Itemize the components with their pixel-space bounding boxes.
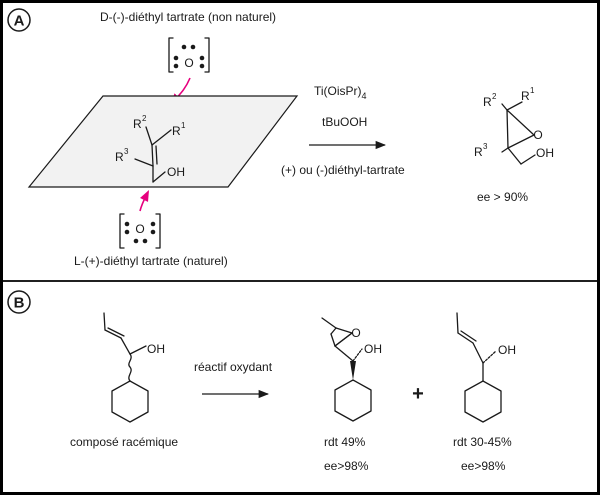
racemic-label: composé racémique bbox=[70, 435, 178, 449]
plus-sign: + bbox=[412, 383, 424, 405]
reagent-tartrate: (+) ou (-)diéthyl-tartrate bbox=[281, 163, 405, 177]
bottom-attack-arrow bbox=[139, 189, 150, 212]
product-r2: R bbox=[483, 95, 492, 109]
svg-text:3: 3 bbox=[483, 142, 488, 151]
epoxy-alcohol-product-b: O OH bbox=[321, 317, 382, 422]
svg-text:1: 1 bbox=[530, 86, 535, 95]
d-tartrate-label: D-(-)-diéthyl tartrate (non naturel) bbox=[100, 10, 276, 24]
racemic-substrate: OH bbox=[103, 312, 165, 423]
substrate-oh: OH bbox=[167, 165, 185, 179]
product-b1-o: O bbox=[351, 326, 360, 340]
panel-a-letter: A bbox=[14, 13, 25, 30]
product-b2-oh: OH bbox=[498, 343, 516, 357]
product-b2-ee: ee>98% bbox=[461, 459, 506, 473]
svg-text:2: 2 bbox=[142, 114, 147, 123]
product-epoxide-o: O bbox=[533, 128, 542, 142]
svg-text:1: 1 bbox=[181, 121, 186, 130]
panel-b-letter: B bbox=[14, 295, 25, 312]
svg-text:2: 2 bbox=[492, 92, 497, 101]
panel-b-badge bbox=[7, 290, 31, 314]
product-b1-ee: ee>98% bbox=[324, 459, 369, 473]
panel-a-badge bbox=[7, 8, 31, 32]
substrate-r1: R bbox=[172, 124, 181, 138]
substrate-b-oh: OH bbox=[147, 342, 165, 356]
cyclohexane-ring-1 bbox=[111, 380, 149, 423]
product-b1-yield: rdt 49% bbox=[324, 435, 366, 449]
substrate-r2: R bbox=[133, 117, 142, 131]
product-r3: R bbox=[474, 145, 483, 159]
cyclohexane-ring-2 bbox=[334, 379, 372, 422]
panel-a: A D-(-)-diéthyl tartrate (non naturel) O bbox=[7, 8, 554, 268]
panel-b: B OH composé racémique réactif oxydant bbox=[7, 290, 516, 473]
top-oxygen-symbol: O bbox=[184, 56, 193, 70]
epoxy-alcohol-product: R 2 R 1 R 3 O OH bbox=[474, 86, 554, 165]
reagent-tbuooh: tBuOOH bbox=[322, 115, 367, 129]
product-oh: OH bbox=[536, 146, 554, 160]
bottom-oxygen-symbol: O bbox=[135, 222, 144, 236]
allylic-alcohol-recovered: OH bbox=[456, 312, 516, 423]
oxidant-label: réactif oxydant bbox=[194, 360, 273, 374]
substrate-r3: R bbox=[115, 150, 124, 164]
l-tartrate-label: L-(+)-diéthyl tartrate (naturel) bbox=[74, 254, 228, 268]
cyclohexane-ring-3 bbox=[464, 380, 502, 423]
product-r1: R bbox=[521, 89, 530, 103]
reaction-plane bbox=[27, 95, 299, 188]
bottom-oxygen-bracket: O bbox=[119, 213, 161, 249]
reaction-conditions: Ti(OisPr)4 tBuOOH (+) ou (-)diéthyl-tart… bbox=[281, 84, 405, 177]
allylic-alcohol-substrate: R 2 R 1 R 3 OH bbox=[115, 114, 186, 183]
product-b2-yield: rdt 30-45% bbox=[453, 435, 512, 449]
product-b1-oh: OH bbox=[364, 342, 382, 356]
top-oxygen-bracket: O bbox=[168, 37, 210, 73]
ee-label-a: ee > 90% bbox=[477, 190, 528, 204]
reagent-titanium: Ti(OisPr)4 bbox=[314, 84, 367, 101]
svg-text:3: 3 bbox=[124, 147, 129, 156]
